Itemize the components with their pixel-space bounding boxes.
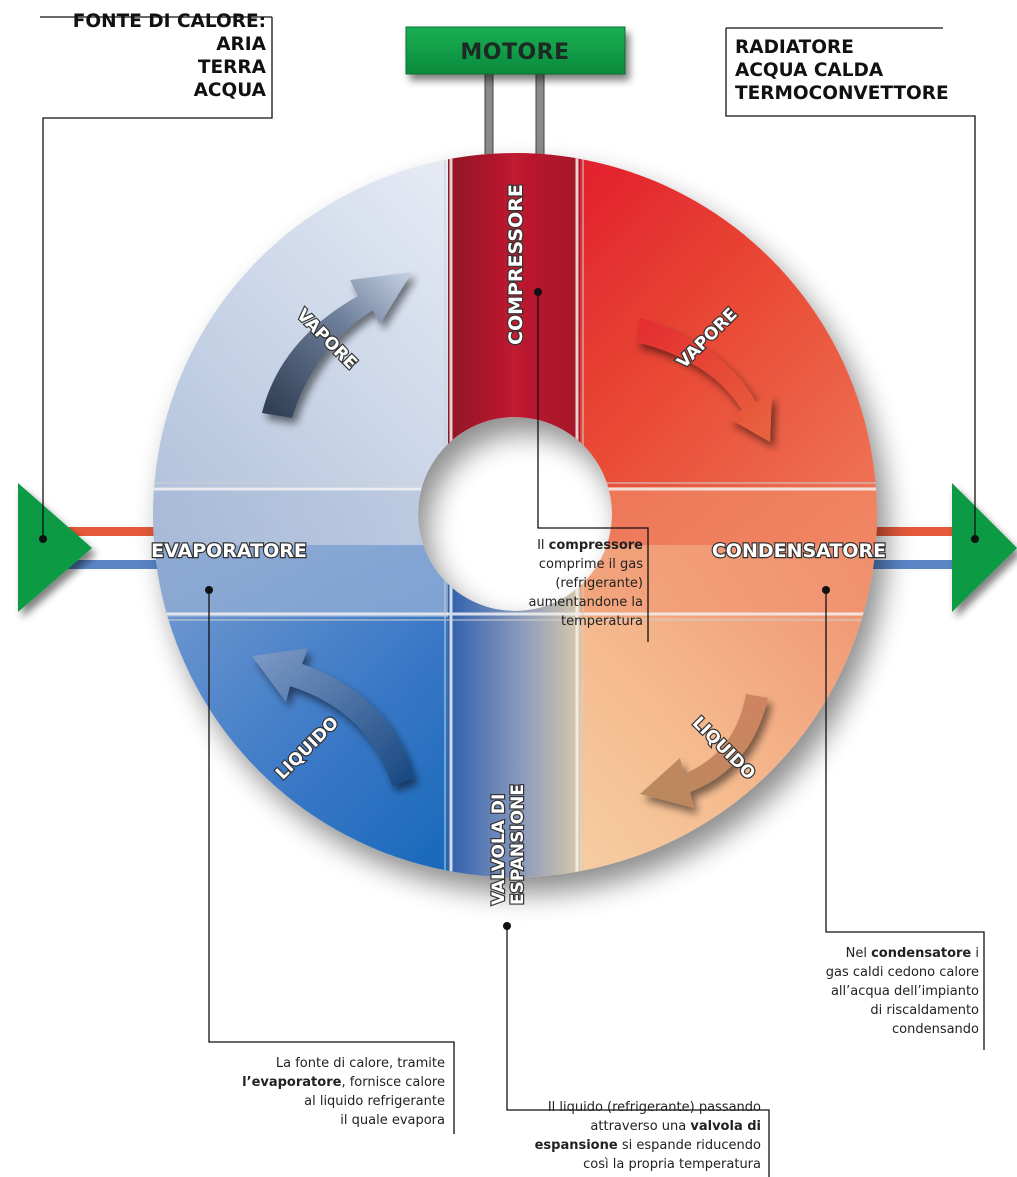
compressor-note: Il compressore comprime il gas (refriger…	[528, 536, 643, 631]
valve-note-text: così la propria temperatura	[583, 1157, 761, 1172]
evaporator-note-term: l’evaporatore	[242, 1075, 342, 1090]
evaporator-note-text: , fornisce calore	[341, 1075, 445, 1090]
compressor-label: COMPRESSORE	[505, 184, 527, 345]
valve-note: Il liquido (refrigerante) passando attra…	[535, 1098, 761, 1174]
valve-note-text: attraverso una	[590, 1119, 691, 1134]
compressor-note-text: temperatura	[561, 614, 643, 629]
heat-output-item: ACQUA CALDA	[735, 60, 884, 81]
heat-output-item: TERMOCONVETTORE	[735, 83, 949, 104]
condenser-note-text: gas caldi cedono calore	[825, 965, 979, 980]
evaporator-label: EVAPORATORE	[151, 540, 307, 562]
right-pipes	[860, 527, 960, 569]
condenser-note-text: all’acqua dell’impianto	[830, 984, 979, 999]
valve-note-text: si espande riducendo	[617, 1138, 761, 1153]
heat-source-item: ACQUA	[193, 80, 266, 101]
valve-note-term: valvola di	[690, 1119, 761, 1134]
heat-source-input-arrow	[18, 483, 92, 612]
evaporator-note: La fonte di calore, tramite l’evaporator…	[242, 1054, 445, 1130]
motor-label: MOTORE	[460, 40, 569, 65]
condenser-label: CONDENSATORE	[712, 540, 886, 562]
heat-output-arrow	[952, 483, 1017, 612]
condenser-note: Nel condensatore i gas caldi cedono calo…	[826, 944, 979, 1039]
evaporator-note-text: La fonte di calore, tramite	[275, 1056, 445, 1071]
callout-lines	[40, 16, 985, 1177]
left-pipes	[60, 527, 170, 569]
arrow-vapor-right	[636, 318, 772, 442]
heat-output-block: RADIATORE ACQUA CALDA TERMOCONVETTORE	[735, 36, 949, 105]
valve-note-term: espansione	[534, 1138, 618, 1153]
arrow-vapor-left	[262, 272, 412, 418]
compressor-note-text: (refrigerante)	[555, 576, 643, 591]
compressor-note-text: comprime il gas	[538, 557, 643, 572]
arrow-liquid-left	[252, 648, 414, 786]
heat-output-item: RADIATORE	[735, 37, 854, 58]
condenser-note-text: Nel	[845, 946, 872, 961]
heat-source-item: TERRA	[197, 57, 266, 78]
motor-box	[405, 26, 626, 75]
condenser-note-text: condensando	[891, 1022, 979, 1037]
compressor-note-term: compressore	[548, 538, 643, 553]
valve-label-line2: ESPANSIONE	[508, 784, 528, 905]
valve-note-text: Il liquido (refrigerante) passando	[547, 1100, 761, 1115]
heat-source-title: FONTE DI CALORE:	[72, 11, 266, 32]
motor-shafts	[484, 71, 545, 163]
valve-label-line1: VALVOLA DI	[489, 794, 509, 905]
heat-source-item: ARIA	[216, 34, 266, 55]
evaporator-note-text: al liquido refrigerante	[304, 1094, 445, 1109]
evaporator-note-text: il quale evapora	[340, 1113, 445, 1128]
condenser-note-term: condensatore	[871, 946, 972, 961]
condenser-note-text: di riscaldamento	[870, 1003, 979, 1018]
arrow-liquid-right	[640, 694, 768, 808]
heat-source-block: FONTE DI CALORE: ARIA TERRA ACQUA	[66, 10, 266, 102]
compressor-note-text: aumentandone la	[528, 595, 643, 610]
compressor-note-text: Il	[537, 538, 549, 553]
condenser-note-text: i	[971, 946, 979, 961]
